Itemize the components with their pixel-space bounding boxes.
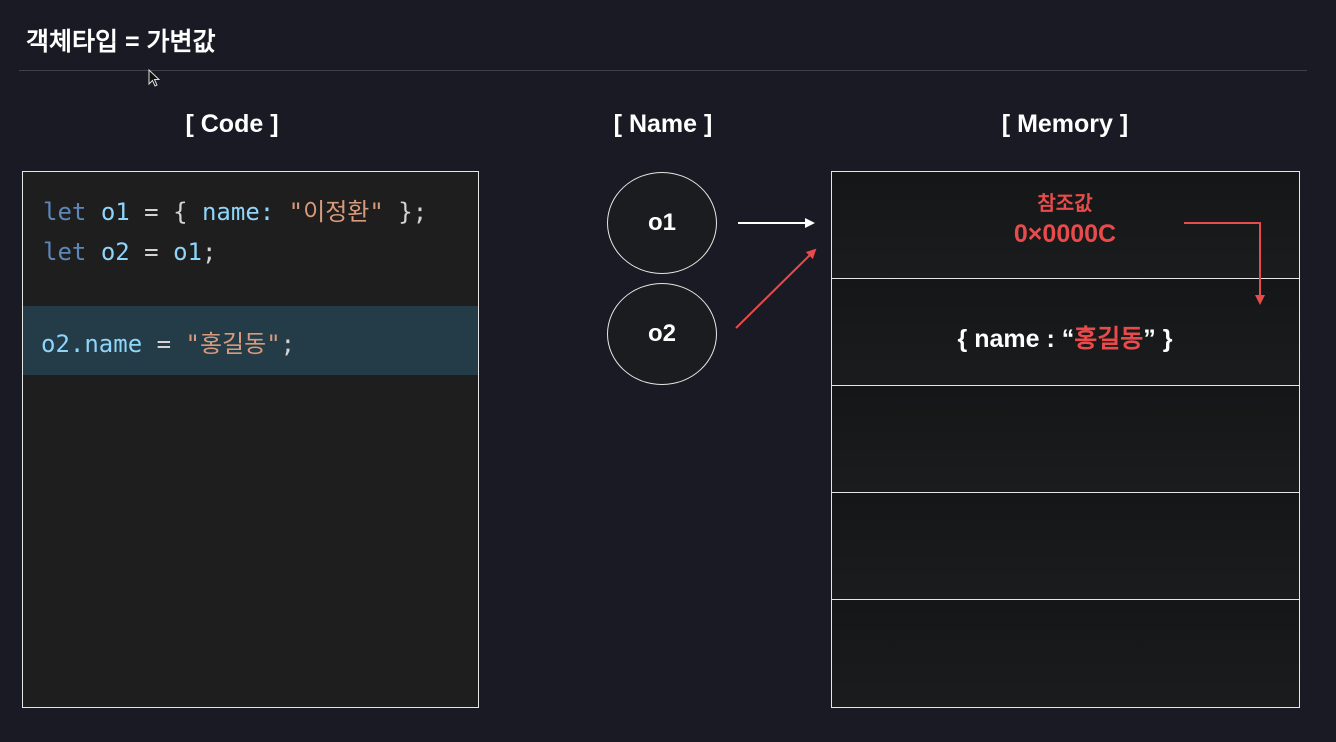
name-column-label: [ Name ] — [613, 110, 713, 138]
mouse-cursor-icon — [148, 69, 161, 87]
keyword: let — [43, 198, 87, 226]
highlighted-line — [23, 306, 478, 375]
reference-value: 0×0000C — [1013, 220, 1117, 248]
code-line-1: let o1 = { name: "이정환" }; — [43, 192, 427, 227]
object-open: { name : “ — [957, 325, 1075, 353]
name-node-o2: o2 — [607, 283, 717, 385]
object-close: ” } — [1143, 325, 1173, 353]
name-node-o1: o1 — [607, 172, 717, 274]
memory-cell-empty — [832, 493, 1299, 600]
code-panel: let o1 = { name: "이정환" }; let o2 = o1; o… — [22, 171, 479, 708]
code-line-3: o2.name = "홍길동"; — [41, 324, 295, 359]
keyword: let — [43, 238, 87, 266]
string-literal: "이정환" — [288, 198, 384, 226]
punctuation: = — [142, 330, 186, 358]
memory-panel: 참조값 0×0000C { name : “홍길동” } — [831, 171, 1300, 708]
memory-cell-empty — [832, 386, 1299, 493]
title-divider — [19, 70, 1307, 71]
memory-column-label: [ Memory ] — [1001, 110, 1129, 138]
o2-to-memory-arrow — [735, 248, 817, 329]
memory-cell-reference: 참조값 0×0000C — [832, 172, 1299, 279]
page-title: 객체타입 = 가변값 — [26, 28, 216, 56]
memory-cell-empty — [832, 600, 1299, 707]
variable: o2 — [100, 238, 130, 266]
variable: o1 — [100, 198, 130, 226]
memory-cell-object: { name : “홍길동” } — [832, 279, 1299, 386]
punctuation: ; — [280, 330, 296, 358]
punctuation: = — [129, 238, 174, 266]
punctuation: = { — [129, 198, 202, 226]
reference-to-object-arrow — [1184, 222, 1265, 305]
property: name: — [201, 198, 275, 226]
variable: o1 — [173, 238, 202, 266]
string-literal: "홍길동" — [185, 330, 281, 358]
punctuation: }; — [383, 198, 428, 226]
punctuation: ; — [201, 238, 217, 266]
code-column-label: [ Code ] — [185, 110, 279, 138]
code-line-2: let o2 = o1; — [43, 238, 216, 266]
reference-label: 참조값 — [1037, 193, 1093, 215]
variable: o2.name — [41, 330, 143, 358]
object-value: { name : “홍길동” } — [958, 319, 1173, 355]
object-name-value: 홍길동 — [1074, 325, 1144, 353]
